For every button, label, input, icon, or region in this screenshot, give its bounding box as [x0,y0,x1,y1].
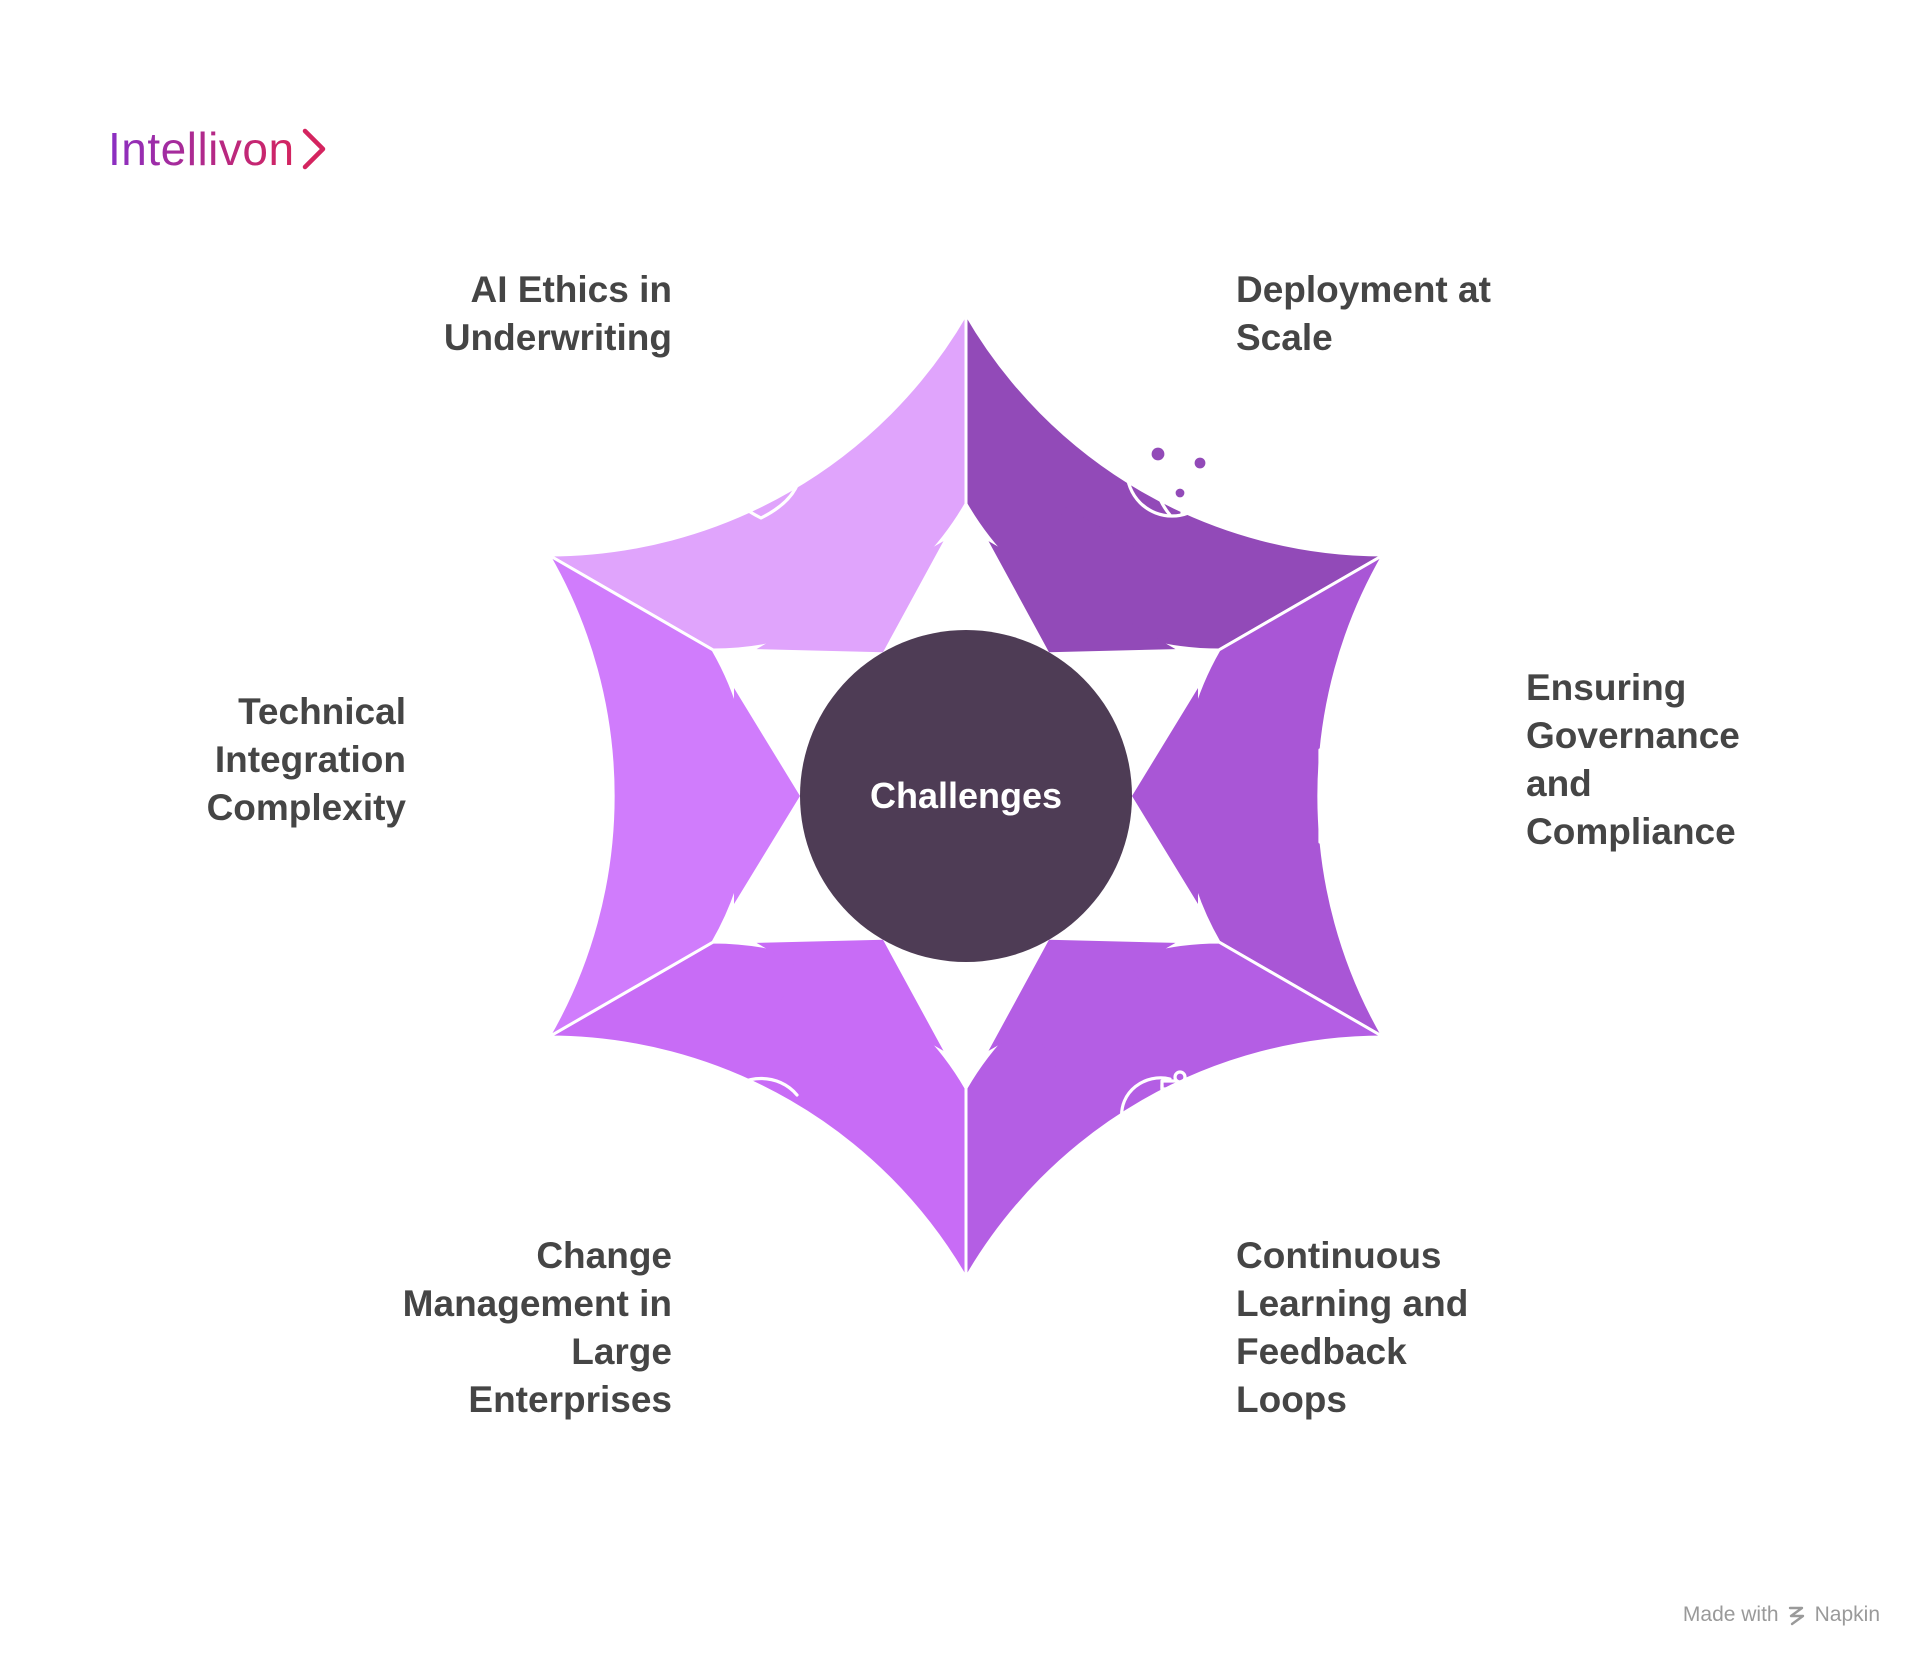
napkin-logo-icon [1788,1606,1804,1626]
label-ai-ethics: AI Ethics in Underwriting [443,269,672,358]
label-technical-integration: Technical Integration Complexity [206,691,406,828]
napkin-credit: Made with Napkin [1683,1603,1880,1627]
head-circuit-icon [1117,1070,1201,1168]
center-circle [800,630,1132,962]
shield-heart-icon [719,425,803,520]
brand-logo: Intellivon [108,122,327,176]
segment-icons [527,424,1418,1168]
arrow-deployment [988,507,1176,653]
arrow-governance [1132,688,1266,904]
label-governance: Ensuring Governance and Compliance [1526,667,1740,852]
label-deployment: Deployment at Scale [1236,269,1491,358]
arrow-continuous-learning [988,939,1176,1085]
transform-arrow-icon [713,1076,809,1166]
chevron-right-icon [302,128,325,170]
center-label: Challenges [870,775,1062,816]
made-with-text: Made with [1682,1603,1779,1626]
pistons-gear-icon [527,754,611,854]
arrow-technical-integration [666,688,800,904]
arrow-change-management [756,939,944,1085]
brand-name: Intellivon [108,123,295,175]
label-continuous-learning: Continuous Learning and Feedback Loops [1236,1235,1469,1420]
arrow-ai-ethics [756,507,944,653]
napkin-brand-text: Napkin [1814,1603,1880,1626]
globe-network-icon [1125,424,1219,518]
document-scales-icon [1318,748,1418,844]
label-change-management: Change Management in Large Enterprises [402,1235,672,1420]
arrows [666,507,1266,1085]
